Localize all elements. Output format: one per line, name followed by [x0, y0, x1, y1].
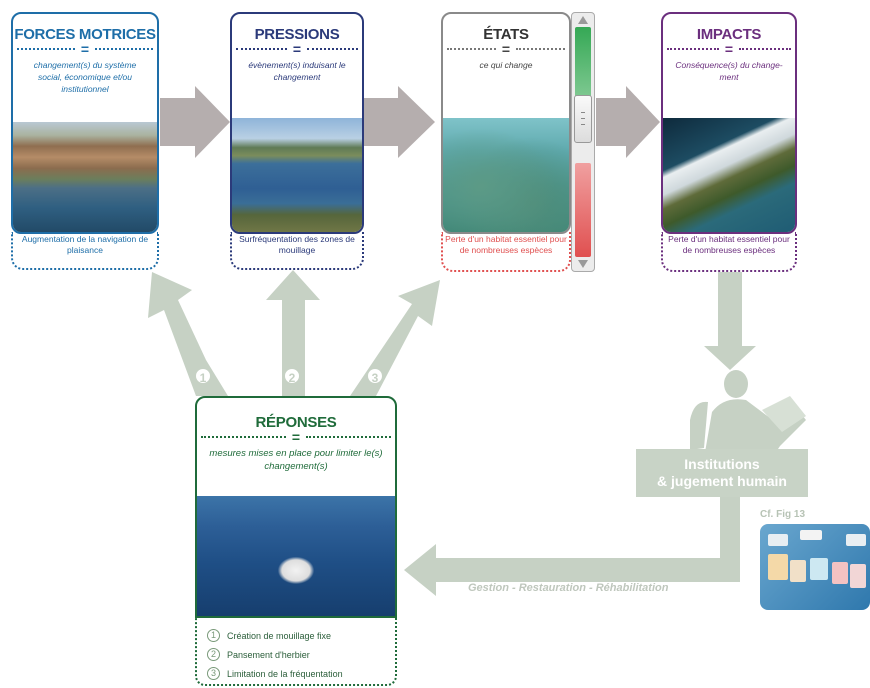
caption-impacts: Perte d'un habitat essentiel pour de nom… — [661, 232, 797, 272]
cf-fig-label: Cf. Fig 13 — [760, 509, 806, 520]
bay-photo — [232, 118, 362, 232]
equals-separator: = — [667, 42, 791, 56]
arrow-number-1: 1 — [194, 367, 212, 385]
reponses-list-frame — [195, 614, 397, 686]
card-pressions: PRESSIONS = évènement(s) induisant le ch… — [230, 12, 364, 234]
card-title: FORCES MOTRICES — [14, 26, 156, 43]
reading-person-icon — [690, 370, 806, 458]
gauge-red-zone — [575, 163, 591, 257]
institutions-box: Institutions & jugement humain — [636, 449, 808, 497]
card-title: IMPACTS — [696, 26, 762, 43]
card-forces-motrices: FORCES MOTRICES = changement(s) du systè… — [11, 12, 159, 234]
card-title: ÉTATS — [483, 26, 529, 43]
harbor-photo — [13, 122, 157, 232]
caption-etats: Perte d'un habitat essentiel pour de nom… — [441, 232, 571, 272]
card-definition: ce qui change — [479, 60, 533, 70]
arrow-impacts-to-institutions — [704, 272, 756, 370]
fig13-thumbnail — [760, 524, 870, 610]
card-title: RÉPONSES — [255, 414, 337, 431]
gestion-label: Gestion - Restauration - Réhabilitation — [468, 582, 669, 594]
caption-pressions: Surfréquentation des zones de mouillage — [230, 232, 364, 270]
equals-separator: = — [17, 42, 153, 56]
down-arrow-icon — [578, 260, 588, 268]
arrow-reponses-to-etats — [350, 280, 440, 396]
up-arrow-icon — [578, 16, 588, 24]
card-impacts: IMPACTS = Conséquence(s) du change-ment — [661, 12, 797, 234]
caption-forces: Augmentation de la navigation de plaisan… — [11, 232, 159, 270]
boat-hull-photo — [663, 118, 795, 232]
equals-separator: = — [201, 430, 391, 444]
arrow-number-3: 3 — [366, 367, 384, 385]
equals-separator: = — [236, 42, 358, 56]
institutions-line2: & jugement humain — [657, 473, 787, 489]
arrow-etats-to-impacts — [596, 86, 660, 158]
card-etats: ÉTATS = ce qui change — [441, 12, 571, 234]
gauge-knob — [574, 95, 592, 143]
card-definition: changement(s) du système social, économi… — [33, 60, 137, 94]
card-definition: mesures mises en place pour limiter le(s… — [209, 448, 383, 472]
equals-separator: = — [447, 42, 565, 56]
arrow-forces-to-pressions — [160, 86, 230, 158]
arrow-number-2: 2 — [283, 367, 301, 385]
state-gauge — [571, 12, 595, 272]
card-title: PRESSIONS — [254, 26, 340, 43]
seabed-photo — [443, 118, 569, 232]
arrow-reponses-to-forces — [148, 272, 228, 396]
arrow-reponses-to-pressions — [266, 270, 320, 396]
arrow-pressions-to-etats — [363, 86, 435, 158]
arrow-institutions-to-reponses — [404, 497, 740, 596]
card-reponses: RÉPONSES = mesures mises en place pour l… — [195, 396, 397, 618]
institutions-line1: Institutions — [684, 456, 760, 472]
mooring-buoy-photo — [197, 496, 395, 616]
card-definition: évènement(s) induisant le changement — [248, 60, 346, 82]
card-definition: Conséquence(s) du change-ment — [675, 60, 783, 82]
